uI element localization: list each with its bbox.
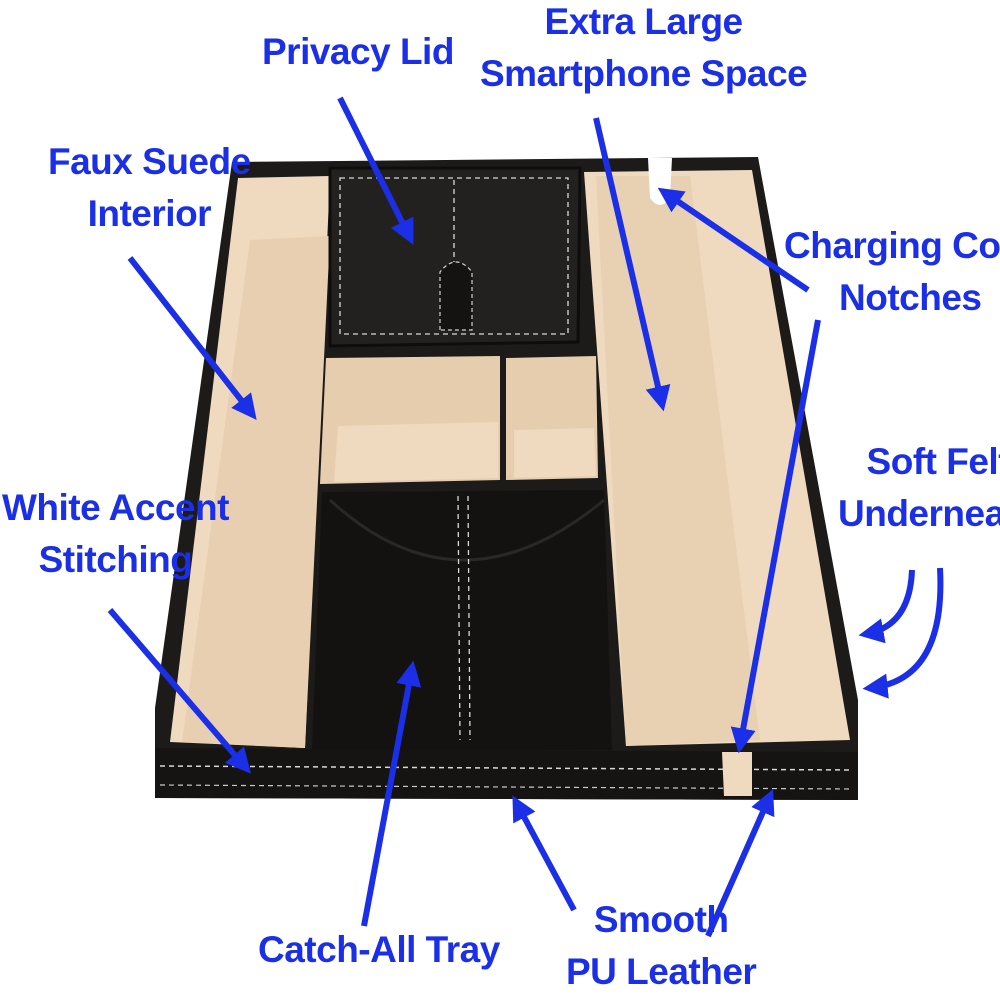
catch-all-label: Catch-All Tray bbox=[258, 924, 500, 976]
front-cord-notch bbox=[722, 752, 752, 796]
catch-all-tray-fold bbox=[328, 498, 605, 562]
white-accent-label-line2: Stitching bbox=[38, 539, 193, 580]
extra-large-space-label-line1: Extra Large bbox=[544, 1, 744, 42]
catch-all-arrow bbox=[361, 660, 422, 927]
soft-felt-arrow-lower bbox=[862, 567, 944, 699]
catch-all-tray bbox=[312, 490, 612, 750]
pu-leather-arrow-right bbox=[705, 789, 775, 938]
charging-cord-label-line2: Notches bbox=[839, 277, 982, 318]
middle-compartment-left-floor bbox=[334, 422, 498, 482]
catch-all-stitch-right bbox=[467, 495, 471, 741]
smartphone-space-arrow bbox=[593, 117, 671, 412]
faux-suede-label-line1: Faux Suede bbox=[48, 141, 251, 182]
charging-cord-label: Charging Cord Notches bbox=[784, 220, 1000, 324]
lid-stitch-border bbox=[339, 177, 569, 335]
white-accent-label: White Accent Stitching bbox=[2, 482, 229, 586]
faux-suede-label-line2: Interior bbox=[87, 193, 212, 234]
catch-all-stitch-left bbox=[457, 495, 461, 741]
left-compartment-floor bbox=[182, 236, 330, 748]
privacy-lid-label: Privacy Lid bbox=[262, 26, 454, 78]
soft-felt-arrow-upper bbox=[858, 569, 915, 644]
tray-front-wall bbox=[155, 748, 858, 800]
privacy-lid-arrow bbox=[337, 96, 414, 245]
charging-cord-label-line1: Charging Cord bbox=[784, 225, 1000, 266]
stitching-arrow bbox=[107, 608, 251, 774]
soft-felt-label: Soft Felt Underneath bbox=[838, 436, 1000, 540]
pu-leather-label-line2: PU Leather bbox=[566, 951, 757, 992]
pu-leather-label-line1: Smooth bbox=[593, 899, 729, 940]
catch-all-label-line: Catch-All Tray bbox=[258, 929, 500, 970]
extra-large-space-label: Extra Large Smartphone Space bbox=[480, 0, 808, 100]
soft-felt-label-line2: Underneath bbox=[838, 493, 1000, 534]
white-accent-label-line1: White Accent bbox=[2, 487, 229, 528]
cord-notch-arrow-bottom bbox=[730, 319, 821, 754]
pu-leather-arrow-left bbox=[512, 795, 577, 912]
lid-pull-tab bbox=[439, 261, 473, 331]
soft-felt-label-line1: Soft Felt bbox=[866, 441, 1000, 482]
privacy-lid-label-line: Privacy Lid bbox=[262, 31, 454, 72]
faux-suede-label: Faux Suede Interior bbox=[48, 136, 251, 240]
extra-large-space-label-line2: Smartphone Space bbox=[480, 53, 808, 94]
pu-leather-label: Smooth PU Leather bbox=[566, 894, 757, 998]
middle-compartment-right-floor bbox=[514, 428, 596, 478]
privacy-lid bbox=[328, 166, 582, 348]
right-large-compartment-floor bbox=[596, 176, 760, 746]
faux-suede-arrow bbox=[127, 256, 257, 420]
cord-notch-arrow-top bbox=[657, 187, 810, 293]
